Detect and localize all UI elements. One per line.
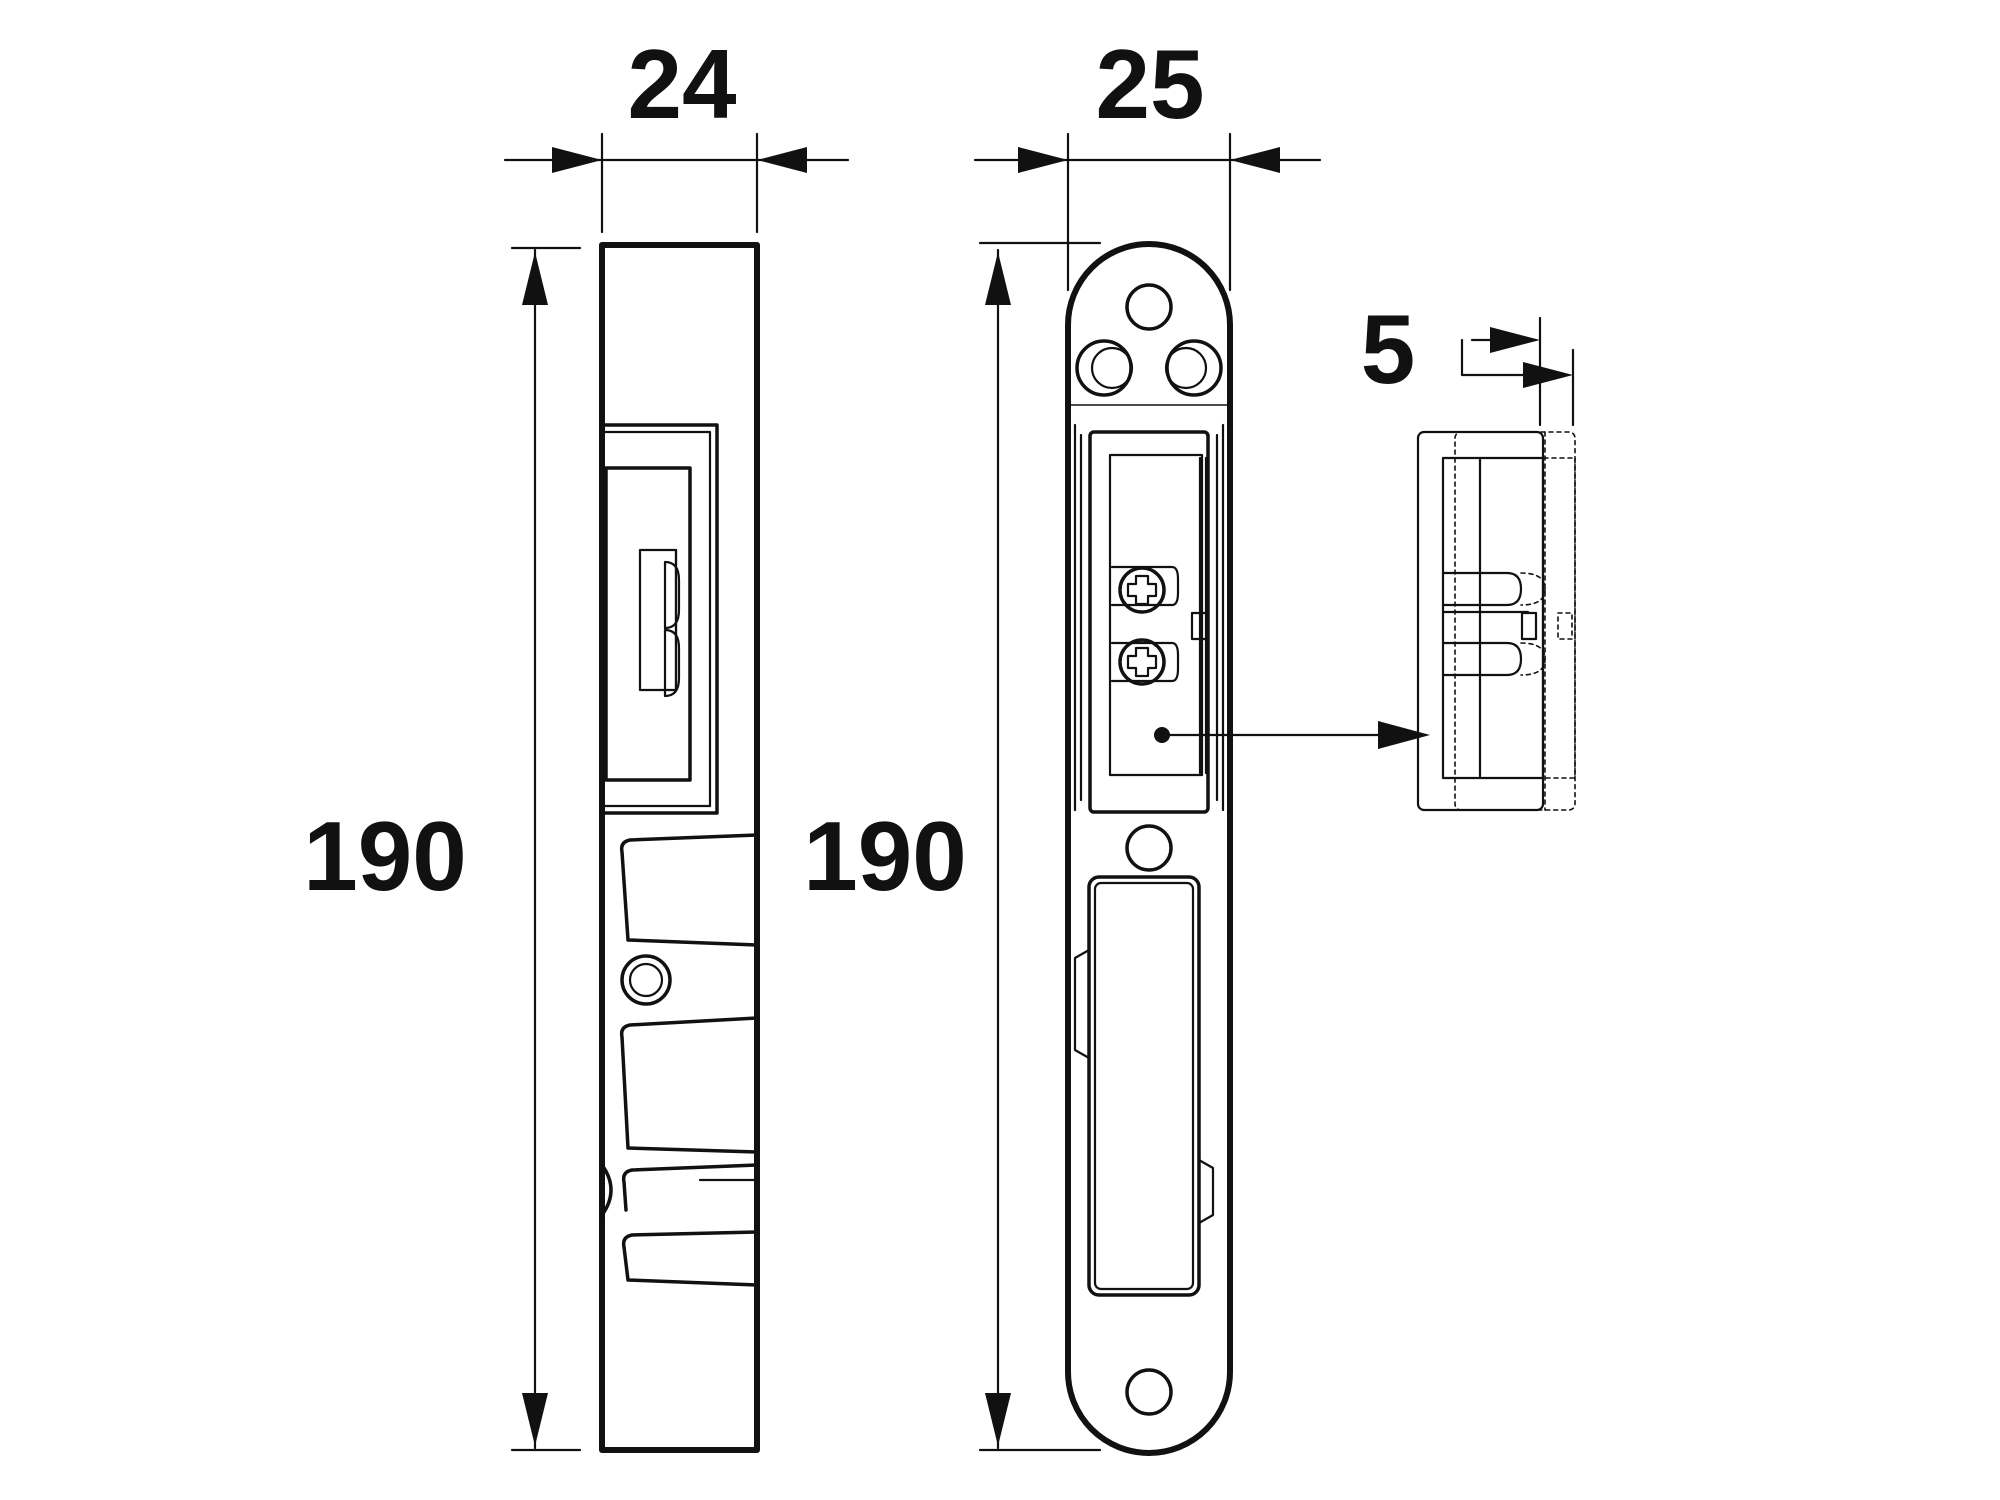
dimension-strike-height: [510, 246, 582, 1452]
dimension-plate-width: [973, 132, 1322, 292]
screw-icon: [1118, 566, 1166, 614]
dimension-strike-width: [503, 132, 850, 234]
dim-label-plate-height: 190: [803, 801, 967, 911]
screw-icon: [1118, 638, 1166, 686]
strike-side-view: [599, 242, 760, 1453]
dimension-plate-height: [978, 241, 1102, 1452]
dim-label-adjustment: 5: [1361, 294, 1416, 404]
strike-plate-front-view: [1065, 241, 1430, 1456]
dim-label-plate-width: 25: [1095, 29, 1204, 139]
dim-label-strike-width: 24: [627, 29, 736, 139]
dim-label-strike-height: 190: [303, 801, 467, 911]
adjustment-detail: [1416, 316, 1576, 812]
